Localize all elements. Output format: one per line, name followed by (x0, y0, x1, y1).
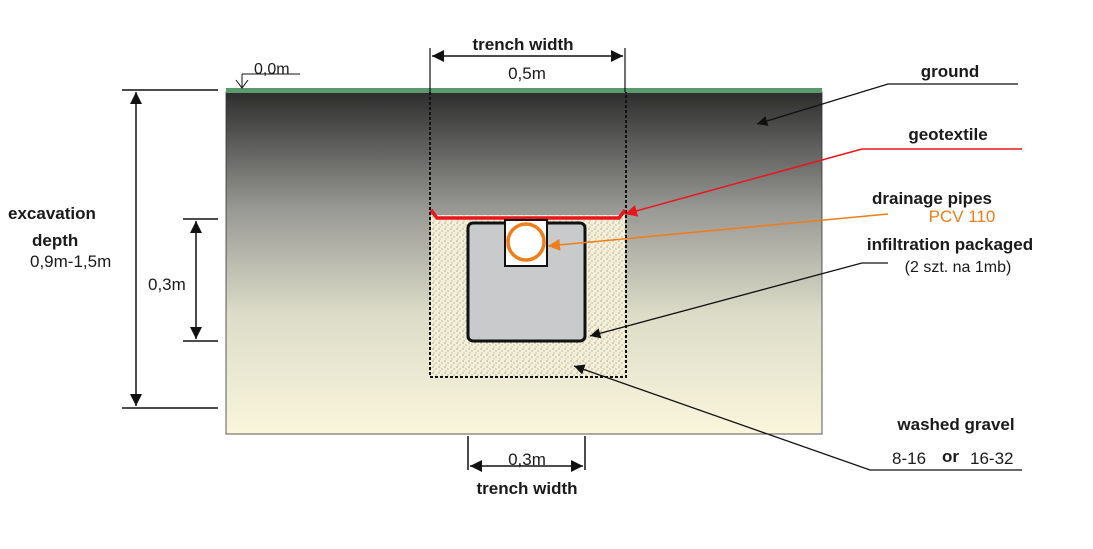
washed-gravel-leader (573, 364, 1022, 471)
geotextile-layer (429, 208, 627, 220)
ground-label: ground (921, 62, 980, 81)
drainage-pipe (506, 222, 546, 262)
washed-gravel-label: washed gravel (896, 415, 1014, 434)
geotextile-leader (624, 148, 1022, 217)
trench-width-bottom-title: trench width (476, 479, 577, 498)
pipe-type-label: PCV 110 (929, 207, 996, 226)
trench-width-top-title: trench width (472, 35, 573, 54)
trench-outline (429, 92, 627, 378)
trench-width-top-value: 0,5m (508, 64, 546, 83)
infiltration-leader (589, 262, 888, 339)
infiltration-qty-label: (2 szt. na 1mb) (905, 259, 1012, 276)
excavation-depth-value: 0,9m-1,5m (30, 252, 111, 271)
gravel-or: or (942, 447, 959, 466)
package-height-value: 0,3m (148, 275, 186, 294)
infiltration-packaged-label: infiltration packaged (867, 235, 1033, 254)
ground-level-label: 0,0m (254, 61, 290, 78)
excavation-depth-line1: excavation (8, 204, 96, 223)
geotextile-label: geotextile (908, 125, 987, 144)
drainage-pipes-label: drainage pipes (872, 189, 992, 208)
ground-surface (226, 88, 822, 93)
trench-width-bottom-value: 0,3m (508, 450, 546, 469)
ground-leader (756, 83, 1018, 126)
gravel-size-a: 8-16 (892, 449, 926, 468)
drainage-pipe-leader (547, 213, 889, 251)
gravel-size-b: 16-32 (970, 449, 1013, 468)
excavation-depth-line2: depth (32, 231, 78, 250)
